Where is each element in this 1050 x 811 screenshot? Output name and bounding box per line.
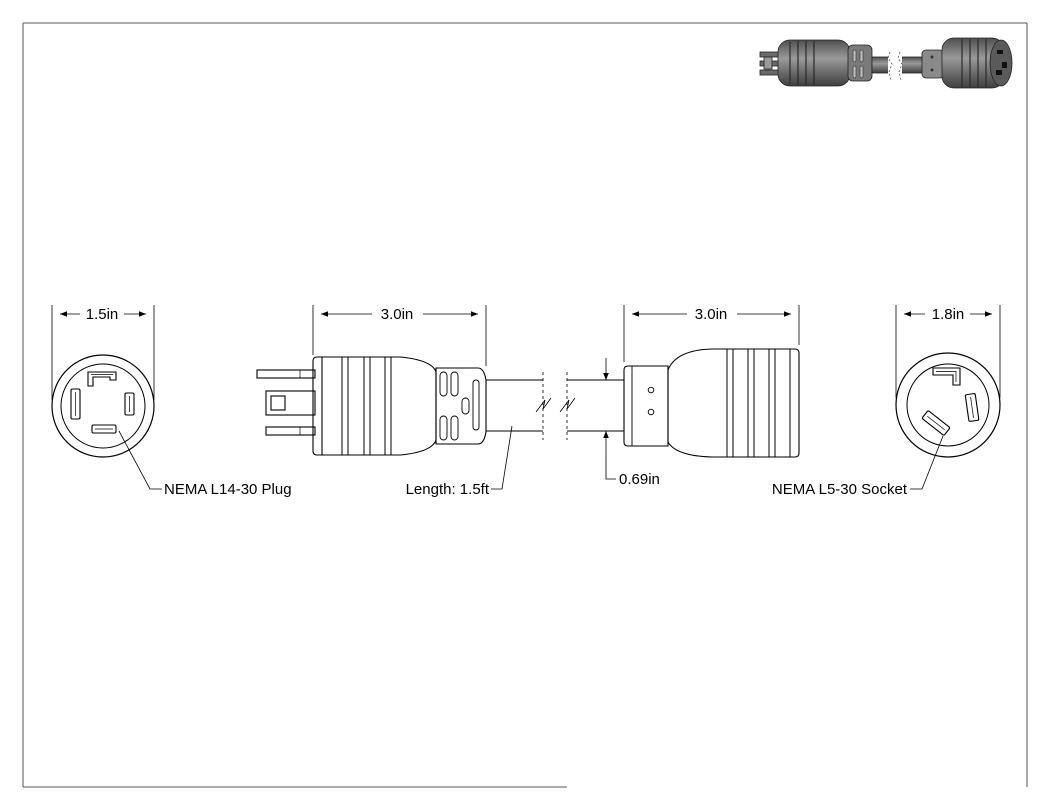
plug-prongs [256, 369, 316, 436]
dim-plug-length [312, 305, 487, 366]
dim-label-cable-diameter: 0.69in [619, 471, 660, 488]
dim-socket-face-diameter [895, 305, 1001, 398]
dim-label-plug-length: 3.0in [381, 306, 414, 323]
plug-face-view [51, 354, 155, 458]
cable-break-marks [542, 372, 568, 440]
dim-socket-length [623, 305, 800, 362]
callout-plug-label: NEMA L14-30 Plug [164, 481, 292, 498]
thumbnail-plug-prongs [759, 51, 781, 76]
plug-face-pins [70, 371, 135, 434]
plug-strain-relief-slots [439, 371, 480, 441]
plug-side-view [256, 356, 487, 456]
thumbnail-plug-ribs [789, 41, 815, 85]
sheet-frame [22, 22, 1028, 788]
dim-plug-face-diameter [51, 305, 155, 400]
dim-label-socket-length: 3.0in [695, 306, 728, 323]
socket-side-view [623, 348, 800, 458]
plug-face-outer-rim [51, 354, 155, 458]
socket-grip-ribs [726, 349, 791, 457]
thumbnail-socket-face [989, 39, 1013, 87]
socket-housing [667, 348, 800, 458]
plug-grip-ribs [341, 357, 392, 455]
dim-label-socket-face-diameter: 1.8in [932, 306, 965, 323]
callout-socket-label: NEMA L5-30 Socket [772, 481, 908, 498]
isometric-thumbnail [759, 37, 1013, 89]
socket-face-slots [921, 367, 980, 436]
leader-cable-length [491, 425, 513, 490]
socket-face-view [895, 352, 1001, 458]
dim-cable-diameter [598, 358, 624, 480]
socket-face-outer-rim [895, 352, 1001, 458]
plug-strain-relief [435, 367, 487, 445]
thumbnail-socket-collar [921, 49, 945, 79]
plug-face-inner-rim [60, 363, 146, 449]
socket-face-inner-rim [906, 363, 990, 447]
cable [486, 379, 624, 432]
thumbnail-socket-ribs [961, 39, 987, 87]
cable-break-zigzag [535, 397, 576, 413]
socket-collar [623, 365, 669, 447]
callout-cable-length: Length: 1.5ft [406, 481, 490, 498]
leader-plug-callout [118, 430, 162, 490]
dim-label-plug-face-diameter: 1.5in [86, 306, 119, 323]
plug-housing [312, 356, 437, 456]
leader-socket-callout [910, 435, 944, 490]
